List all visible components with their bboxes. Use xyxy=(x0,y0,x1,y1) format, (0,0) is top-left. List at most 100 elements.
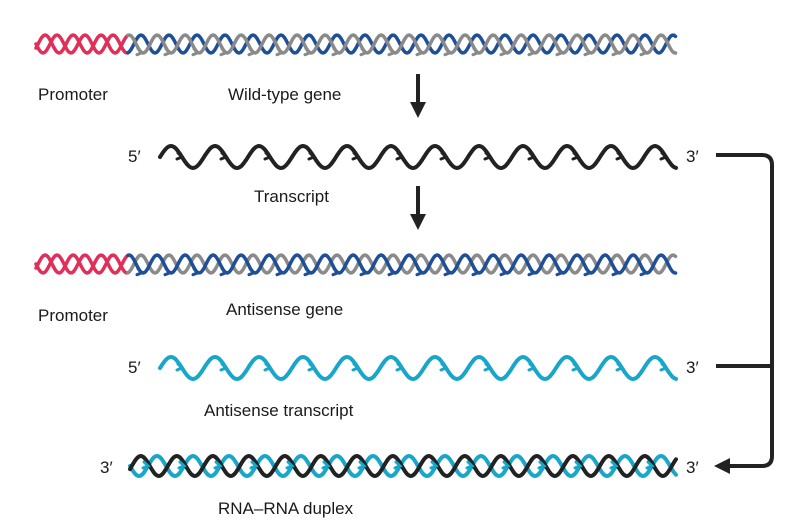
transcript-label: Transcript xyxy=(254,187,329,206)
antisense-wave-marker xyxy=(175,362,185,372)
duplex-marker xyxy=(645,460,655,470)
base-pair-marker xyxy=(331,267,341,277)
transcript-wave-marker xyxy=(659,151,669,161)
rna-rna-duplex-helix xyxy=(128,454,678,478)
duplex-marker xyxy=(537,460,547,470)
base-pair-marker xyxy=(499,47,509,57)
antisense-wave-marker xyxy=(571,362,581,372)
antisense-5-prime-label: 5′ xyxy=(128,358,141,377)
duplex-label: RNA–RNA duplex xyxy=(218,499,354,518)
base-pair-marker xyxy=(415,267,425,277)
base-pair-marker xyxy=(443,267,453,277)
base-pair-marker xyxy=(639,267,649,277)
base-pair-marker xyxy=(527,267,537,277)
promoter-label-2: Promoter xyxy=(38,306,108,325)
promoter-label-1: Promoter xyxy=(38,85,108,104)
base-pair-marker xyxy=(191,47,201,57)
antisense-wave-marker xyxy=(307,362,317,372)
base-pair-marker xyxy=(443,47,453,57)
duplex-marker xyxy=(609,460,619,470)
antisense-wave xyxy=(158,355,678,381)
base-pair-marker xyxy=(359,267,369,277)
transcript-wave xyxy=(158,144,678,170)
antisense-transcript-strand xyxy=(158,355,678,381)
base-pair-marker xyxy=(583,267,593,277)
antisense-wave-marker xyxy=(483,362,493,372)
antisense-wave-marker xyxy=(527,362,537,372)
transcript-wave-marker xyxy=(483,151,493,161)
transcript-wave-marker xyxy=(395,151,405,161)
duplex-marker xyxy=(213,460,223,470)
base-pair-marker xyxy=(583,47,593,57)
transcript-wave-marker xyxy=(439,151,449,161)
transcript-strand xyxy=(158,144,678,170)
base-pair-marker xyxy=(247,47,257,57)
down-arrow-2-head xyxy=(410,214,426,230)
flow-arrows xyxy=(410,74,774,474)
duplex-black-strand xyxy=(128,454,678,478)
antisense-dna-helix xyxy=(34,253,678,277)
base-pair-marker xyxy=(471,267,481,277)
duplex-marker xyxy=(501,460,511,470)
transcript-wave-marker xyxy=(307,151,317,161)
base-pair-marker xyxy=(275,267,285,277)
transcript-wave-marker xyxy=(351,151,361,161)
base-pair-marker xyxy=(191,267,201,277)
antisense-transcript-label: Antisense transcript xyxy=(204,401,354,420)
base-pair-marker xyxy=(639,47,649,57)
duplex-3-prime-left-label: 3′ xyxy=(100,458,113,477)
antisense-wave-marker xyxy=(219,362,229,372)
duplex-marker xyxy=(429,460,439,470)
duplex-marker xyxy=(177,460,187,470)
antisense-wave-marker xyxy=(395,362,405,372)
bracket-arrow-head xyxy=(714,458,730,474)
promoter-strand-b xyxy=(34,33,130,55)
base-pair-marker xyxy=(275,47,285,57)
base-pair-marker xyxy=(247,267,257,277)
antisense-wave-marker xyxy=(439,362,449,372)
base-pair-marker xyxy=(499,267,509,277)
duplex-marker xyxy=(285,460,295,470)
base-pair-marker xyxy=(387,267,397,277)
base-pair-marker xyxy=(163,267,173,277)
base-pair-marker xyxy=(555,267,565,277)
base-pair-marker xyxy=(415,47,425,57)
base-pair-marker xyxy=(331,47,341,57)
duplex-marker xyxy=(357,460,367,470)
transcript-wave-marker xyxy=(615,151,625,161)
antisense-gene-label: Antisense gene xyxy=(226,300,344,319)
base-pair-marker xyxy=(611,267,621,277)
base-pair-marker xyxy=(359,47,369,57)
bracket-transcript xyxy=(716,153,774,468)
duplex-marker xyxy=(321,460,331,470)
wildtype-gene-label: Wild-type gene xyxy=(228,85,342,104)
transcript-wave-marker xyxy=(263,151,273,161)
base-pair-marker xyxy=(611,47,621,57)
duplex-3-prime-right-label: 3′ xyxy=(686,458,699,477)
wildtype-dna-helix xyxy=(34,33,678,57)
base-pair-marker xyxy=(555,47,565,57)
gene-strand-b xyxy=(126,33,678,55)
base-pair-marker xyxy=(135,47,145,57)
duplex-marker xyxy=(249,460,259,470)
transcript-3-prime-label: 3′ xyxy=(686,147,699,166)
transcript-wave-marker xyxy=(571,151,581,161)
base-pair-marker xyxy=(471,47,481,57)
base-pair-marker xyxy=(303,267,313,277)
base-pair-marker xyxy=(303,47,313,57)
transcript-wave-marker xyxy=(175,151,185,161)
duplex-marker xyxy=(141,460,151,470)
base-pair-marker xyxy=(135,267,145,277)
antisense-wave-marker xyxy=(615,362,625,372)
antisense-wave-marker xyxy=(659,362,669,372)
transcript-wave-marker xyxy=(219,151,229,161)
promoter-strand-b xyxy=(34,253,130,275)
down-arrow-1-head xyxy=(410,102,426,118)
gene-strand-b xyxy=(126,253,678,275)
base-pair-marker xyxy=(219,47,229,57)
duplex-marker xyxy=(393,460,403,470)
base-pair-marker xyxy=(387,47,397,57)
base-pair-marker xyxy=(163,47,173,57)
transcript-5-prime-label: 5′ xyxy=(128,147,141,166)
